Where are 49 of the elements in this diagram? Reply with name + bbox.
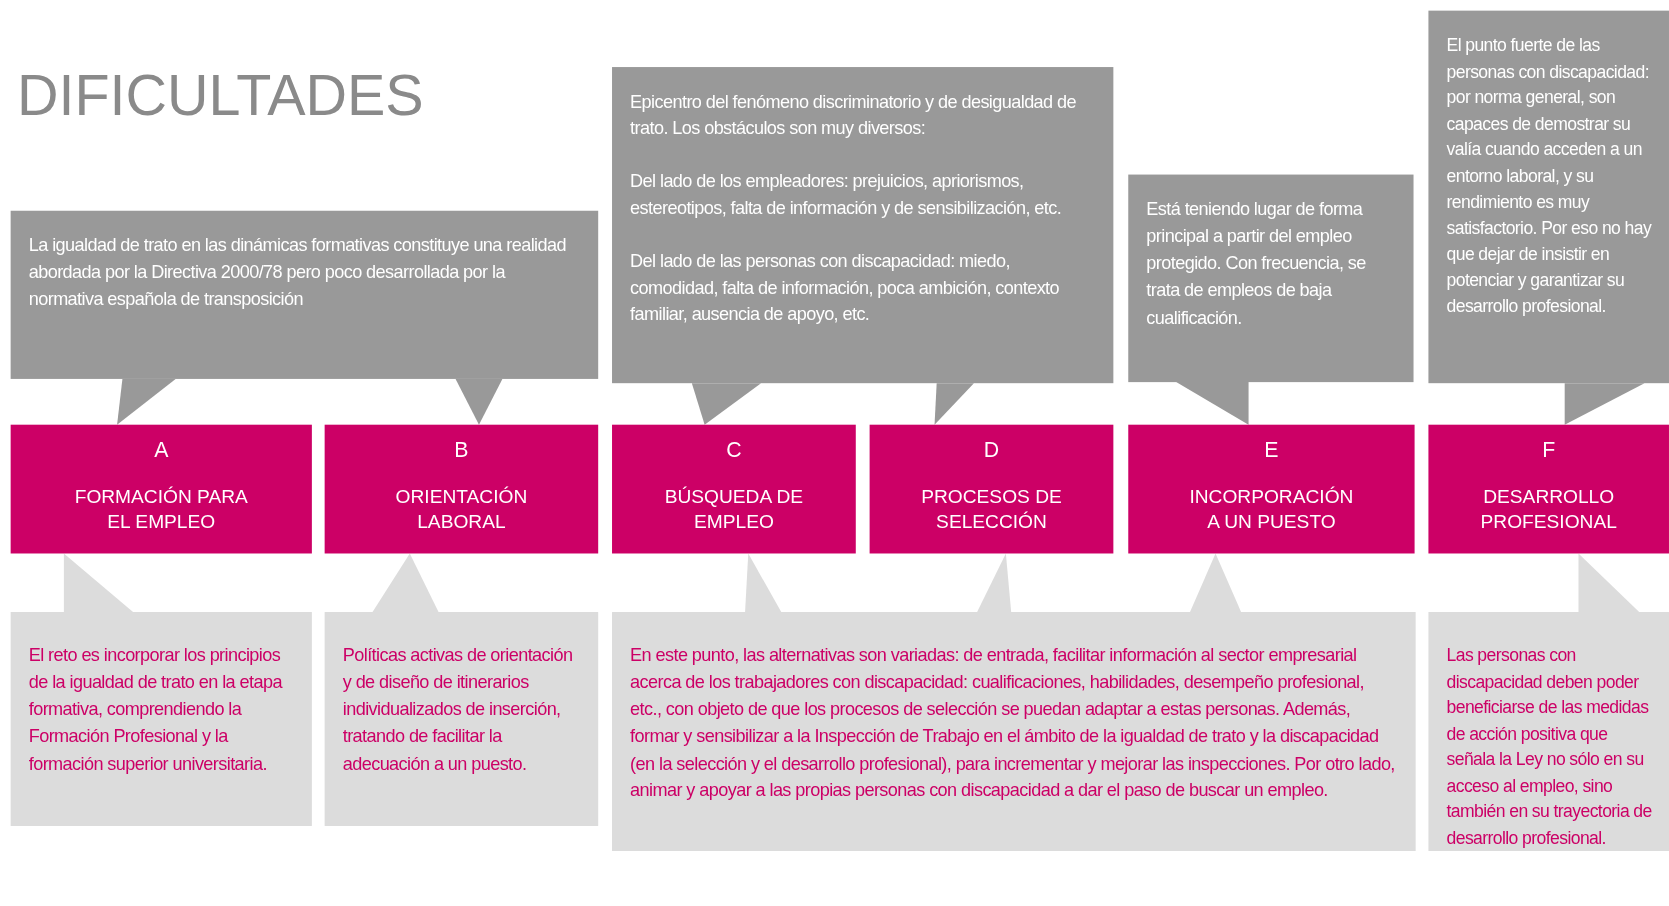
callout-text: Las personas con discapacidad deben poder beneficiarse de las medidas de acción positiva que señala la Ley no sólo en su acceso al empleo, sino también en su trayectoria de desarrollo profesional.: [1446, 644, 1652, 850]
callout-tail: [1176, 382, 1249, 425]
stage-box: [324, 424, 599, 554]
stage-letter: B: [454, 437, 469, 462]
callout-tail: [455, 378, 503, 425]
callout-text: Epicentro del fenómeno discriminatorio y de desigualdad de trato. Los obstáculos son muy diversos:: [630, 90, 1077, 141]
stage-box: [1128, 424, 1415, 554]
stage-box: [1428, 424, 1669, 554]
stage-title: ORIENTACIÓN LABORAL: [394, 485, 529, 535]
callout-text: El punto fuerte de las personas con discapacidad: por norma general, son capaces de demostrar su valía cuando acceden a un entorno laboral, y su rendimiento es muy satisfactorio. Por eso no hay que dejar de insistir en potenciar y garantizar su desarrollo profesional.: [1446, 34, 1652, 318]
stage-letter: E: [1264, 437, 1279, 462]
stage-title: PROCESOS DE SELECCIÓN: [920, 485, 1063, 535]
callout-tail: [1578, 553, 1640, 613]
callout-box: [1428, 612, 1669, 851]
title: DIFICULTADES: [17, 61, 424, 128]
callout-tail: [934, 383, 974, 425]
stage-title: FORMACIÓN PARA EL EMPLEO: [73, 485, 249, 535]
callout-text: La igualdad de trato en las dinámicas formativas constituye una realidad abordada por la Directiva 2000/78 pero poco desarrollada por la normativa española de transposición: [28, 234, 567, 312]
callout-box: [10, 612, 312, 826]
callout-box: [612, 67, 1114, 384]
callout-box: [612, 612, 1416, 851]
callout-tail: [1190, 553, 1242, 613]
callout-tail: [1564, 383, 1645, 425]
stage-letter: C: [726, 437, 742, 462]
stage-title: BÚSQUEDA DE EMPLEO: [663, 485, 805, 535]
callout-text: Del lado de los empleadores: prejuicios, apriorismos, estereotipos, falta de información y de sensibilización, etc.: [630, 170, 1063, 221]
callout-text: Del lado de las personas con discapacidad: miedo, comodidad, falta de información, poca ambición, contexto familiar, ausencia de apoyo, etc.: [630, 249, 1061, 328]
callout-box: [324, 612, 599, 826]
callout-tail: [372, 553, 439, 613]
callout-text: En este punto, las alternativas son variadas: de entrada, facilitar información al sector empresarial acerca de los trabajadores con discapacidad: cualificaciones, habilidades, desempeño profesional, etc., con objeto de que los procesos de selección se puedan adaptar a estas personas. Además, formar y sensibilizar a la Inspección de Trabajo en el ámbito de la igualdad de trato y la discapacidad (en la selección y el desarrollo profesional), para incrementar y mejorar las inspecciones. Por otro lado, animar y apoyar a las propias personas con discapacidad a dar el paso de buscar un empleo.: [630, 644, 1396, 803]
callout-tail: [745, 553, 782, 613]
stage-letter: F: [1542, 437, 1556, 462]
stage-title: INCORPORACIÓN A UN PUESTO: [1188, 485, 1355, 535]
callout-text: El reto es incorporar los principios de la igualdad de trato en la etapa formativa, comprendiendo la Formación Profesional y la formación superior universitaria.: [28, 644, 284, 776]
stage-box: [869, 424, 1114, 554]
callout-tail: [117, 378, 176, 425]
stage-letter: A: [154, 437, 169, 462]
stage-box: [10, 424, 312, 554]
callout-text: Está teniendo lugar de forma principal a partir del empleo protegido. Con frecuencia, se trata de empleos de baja cualificación.: [1146, 198, 1367, 330]
callout-box: [1128, 174, 1414, 383]
stage-box: [612, 424, 856, 554]
callout-text: Políticas activas de orientación y de diseño de itinerarios individualizados de inserción, tratando de facilitar la adecuación a un puesto.: [342, 644, 574, 776]
callout-tail: [691, 383, 762, 425]
stage-title: DESARROLLO PROFESIONAL: [1479, 485, 1618, 535]
stage-letter: D: [983, 437, 1000, 462]
callout-tail: [63, 553, 134, 613]
callout-box: [1428, 10, 1669, 384]
callout-tail: [977, 553, 1012, 613]
callout-box: [10, 210, 599, 379]
